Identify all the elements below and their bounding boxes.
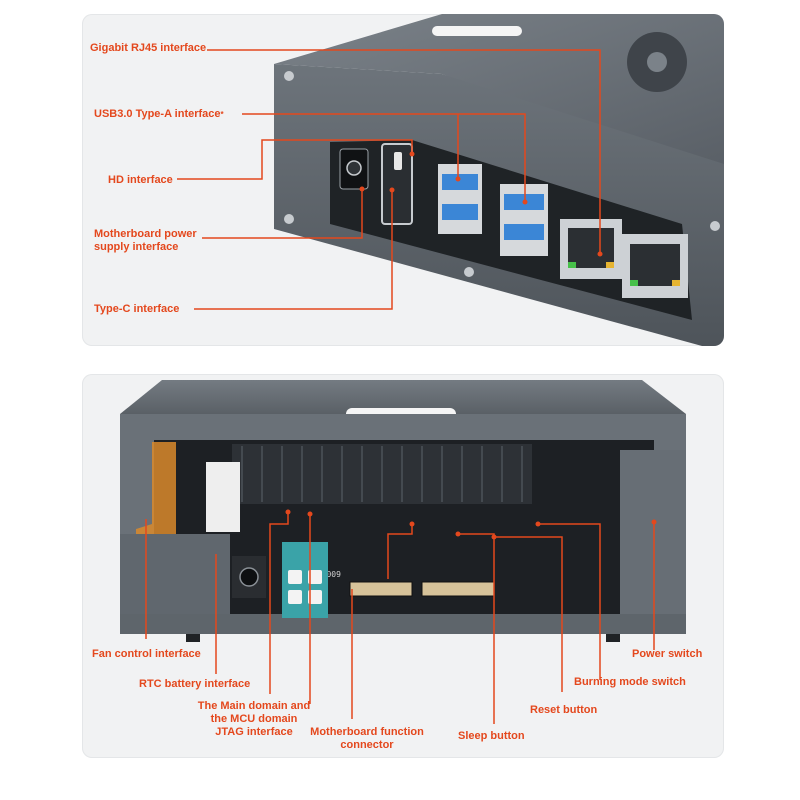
chassis-top <box>274 14 724 164</box>
jtag-label: The Main domain and the MCU domain JTAG … <box>188 700 320 739</box>
rj45-port-1 <box>560 219 622 279</box>
chassis-top-slot <box>432 26 522 36</box>
typec-label: Type-C interface <box>94 303 180 315</box>
case-lid <box>120 380 686 414</box>
jtag-label-line3: JTAG interface <box>215 726 293 738</box>
power-supply-label-line2: supply interface <box>94 241 179 253</box>
power-switch-label: Power switch <box>632 648 703 660</box>
sleep-button-label: Sleep button <box>458 730 525 742</box>
top-callout-lines <box>177 49 601 310</box>
device-open-illustration: 01A009 <box>120 380 686 724</box>
jtag-label-line2: the MCU domain <box>210 713 298 725</box>
rtc-battery-label: RTC battery interface <box>139 678 251 690</box>
function-connector-label: Motherboard function connector <box>302 726 432 752</box>
rj45-port-2 <box>622 234 688 298</box>
usb3-footnote-mark: * <box>220 110 224 119</box>
usb3-label-text: USB3.0 Type-A interface <box>94 108 221 120</box>
device-rear-illustration <box>177 14 724 346</box>
usb-stack-1 <box>438 164 482 234</box>
function-connector-label-line1: Motherboard function <box>310 726 424 738</box>
hd-label: HD interface <box>108 174 173 186</box>
jtag-label-line1: The Main domain and <box>197 700 311 712</box>
bottom-photo-panel: 01A009 <box>82 374 724 758</box>
usb-stack-2 <box>500 184 548 256</box>
bottom-callout-lines <box>145 512 655 724</box>
power-supply-label: Motherboard power supply interface <box>94 228 197 254</box>
usb3-label: USB3.0 Type-A interface* <box>94 108 224 121</box>
fan-control-label: Fan control interface <box>92 648 201 660</box>
power-supply-label-line1: Motherboard power <box>94 228 197 240</box>
reset-button-label: Reset button <box>530 704 598 716</box>
burning-mode-label: Burning mode switch <box>574 676 686 688</box>
function-connector-label-line2: connector <box>340 739 394 751</box>
top-photo-panel: Gigabit RJ45 interface USB3.0 Type-A int… <box>82 14 724 346</box>
rj45-label: Gigabit RJ45 interface <box>90 42 207 54</box>
